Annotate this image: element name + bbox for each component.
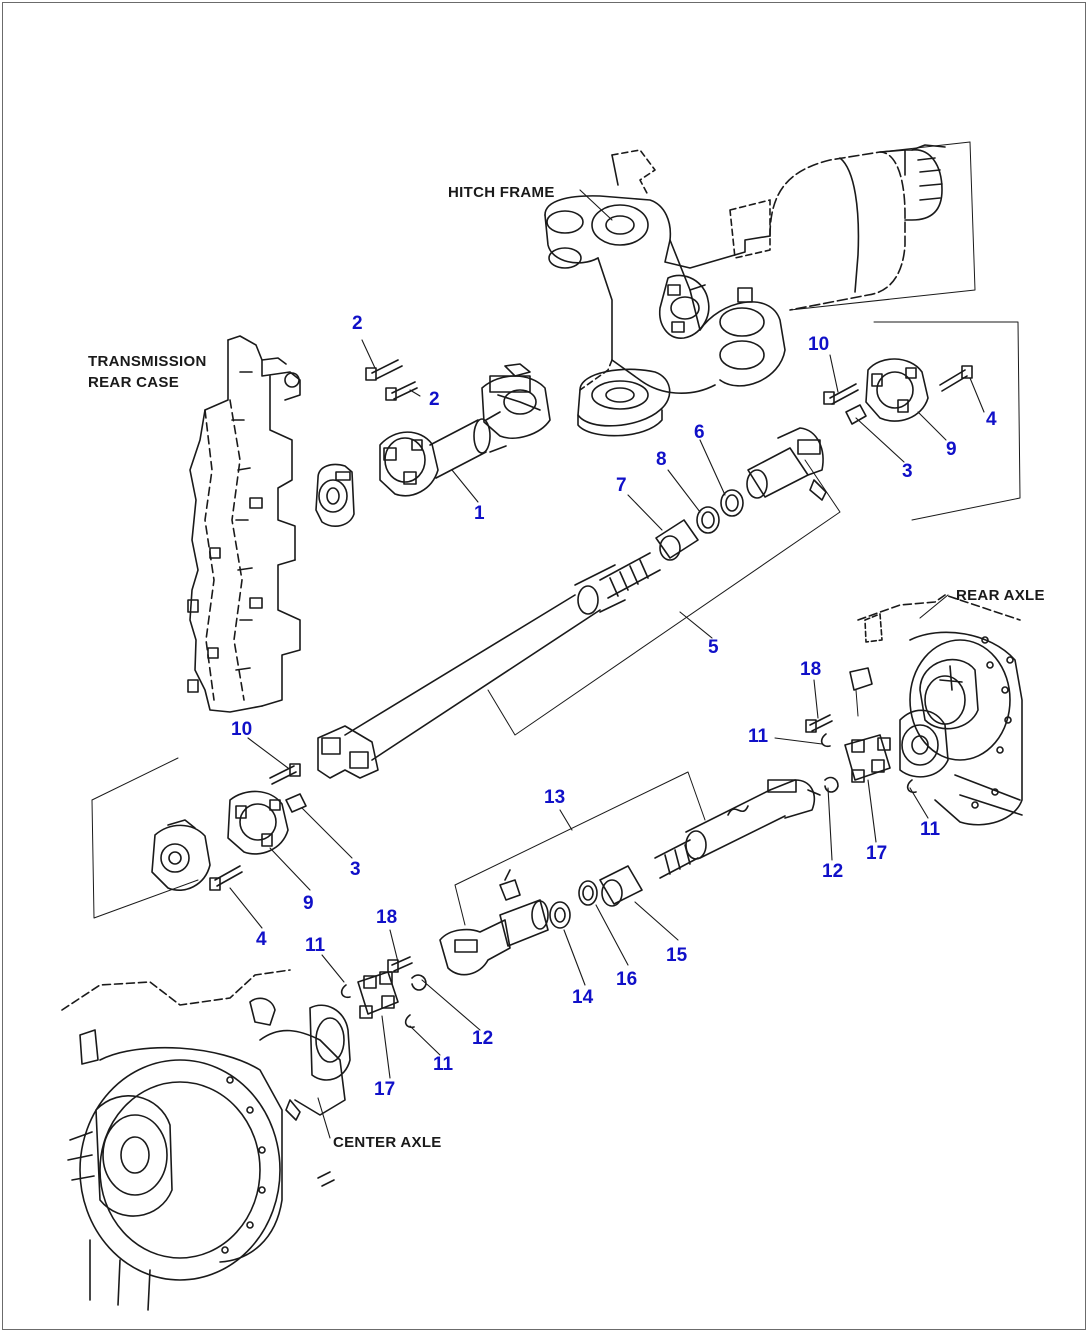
callout-11-front-upper: 11 xyxy=(305,935,326,956)
callout-16: 16 xyxy=(616,969,638,990)
rear-u-joint-drawing xyxy=(805,689,917,794)
callout-10-upper: 10 xyxy=(808,334,830,355)
leader-lines xyxy=(229,189,985,1139)
transmission-rear-case-drawing xyxy=(187,335,301,713)
callout-9-upper: 9 xyxy=(946,439,957,460)
callout-4-lower: 4 xyxy=(256,929,267,950)
hitch-frame-label: HITCH FRAME xyxy=(448,184,555,201)
drive-shaft-1-drawing xyxy=(315,359,551,527)
callout-15: 15 xyxy=(666,945,688,966)
callout-3-lower: 3 xyxy=(350,859,361,880)
callout-12-front: 12 xyxy=(472,1028,494,1049)
callout-1: 1 xyxy=(474,503,485,524)
callout-4-upper: 4 xyxy=(986,409,997,430)
drive-shaft-13-drawing xyxy=(439,771,821,976)
callout-5: 5 xyxy=(708,637,719,658)
callout-9-lower: 9 xyxy=(303,893,314,914)
callout-12-rear: 12 xyxy=(822,861,844,882)
transmission-label-line1: TRANSMISSION xyxy=(88,353,207,370)
rear-axle-drawing xyxy=(849,594,1023,826)
lower-left-coupling-drawing xyxy=(91,757,307,919)
center-axle-drawing xyxy=(61,969,351,1311)
callout-17-rear: 17 xyxy=(866,843,888,864)
rear-axle-label: REAR AXLE xyxy=(956,587,1045,604)
callout-17-front: 17 xyxy=(374,1079,396,1100)
center-axle-label: CENTER AXLE xyxy=(333,1134,442,1151)
callout-14: 14 xyxy=(572,987,594,1008)
transmission-label-line2: REAR CASE xyxy=(88,374,180,391)
callout-8: 8 xyxy=(656,449,667,470)
callout-18-front: 18 xyxy=(376,907,398,928)
callout-18-rear: 18 xyxy=(800,659,822,680)
hitch-frame-drawing xyxy=(544,141,976,437)
callout-7: 7 xyxy=(616,475,627,496)
callout-3-upper: 3 xyxy=(902,461,913,482)
front-u-joint-drawing xyxy=(340,956,427,1029)
callout-11-rear-upper: 11 xyxy=(748,726,769,747)
callout-11-rear-lower: 11 xyxy=(920,819,941,840)
drive-shaft-5-drawing xyxy=(317,427,841,779)
callout-13: 13 xyxy=(544,787,566,808)
callout-6: 6 xyxy=(694,422,705,443)
callout-2-lower: 2 xyxy=(429,389,440,410)
callout-2-upper: 2 xyxy=(352,313,363,334)
upper-right-coupling-drawing xyxy=(823,321,1021,521)
callout-10-lower: 10 xyxy=(231,719,253,740)
callout-11-front-lower: 11 xyxy=(433,1054,454,1075)
